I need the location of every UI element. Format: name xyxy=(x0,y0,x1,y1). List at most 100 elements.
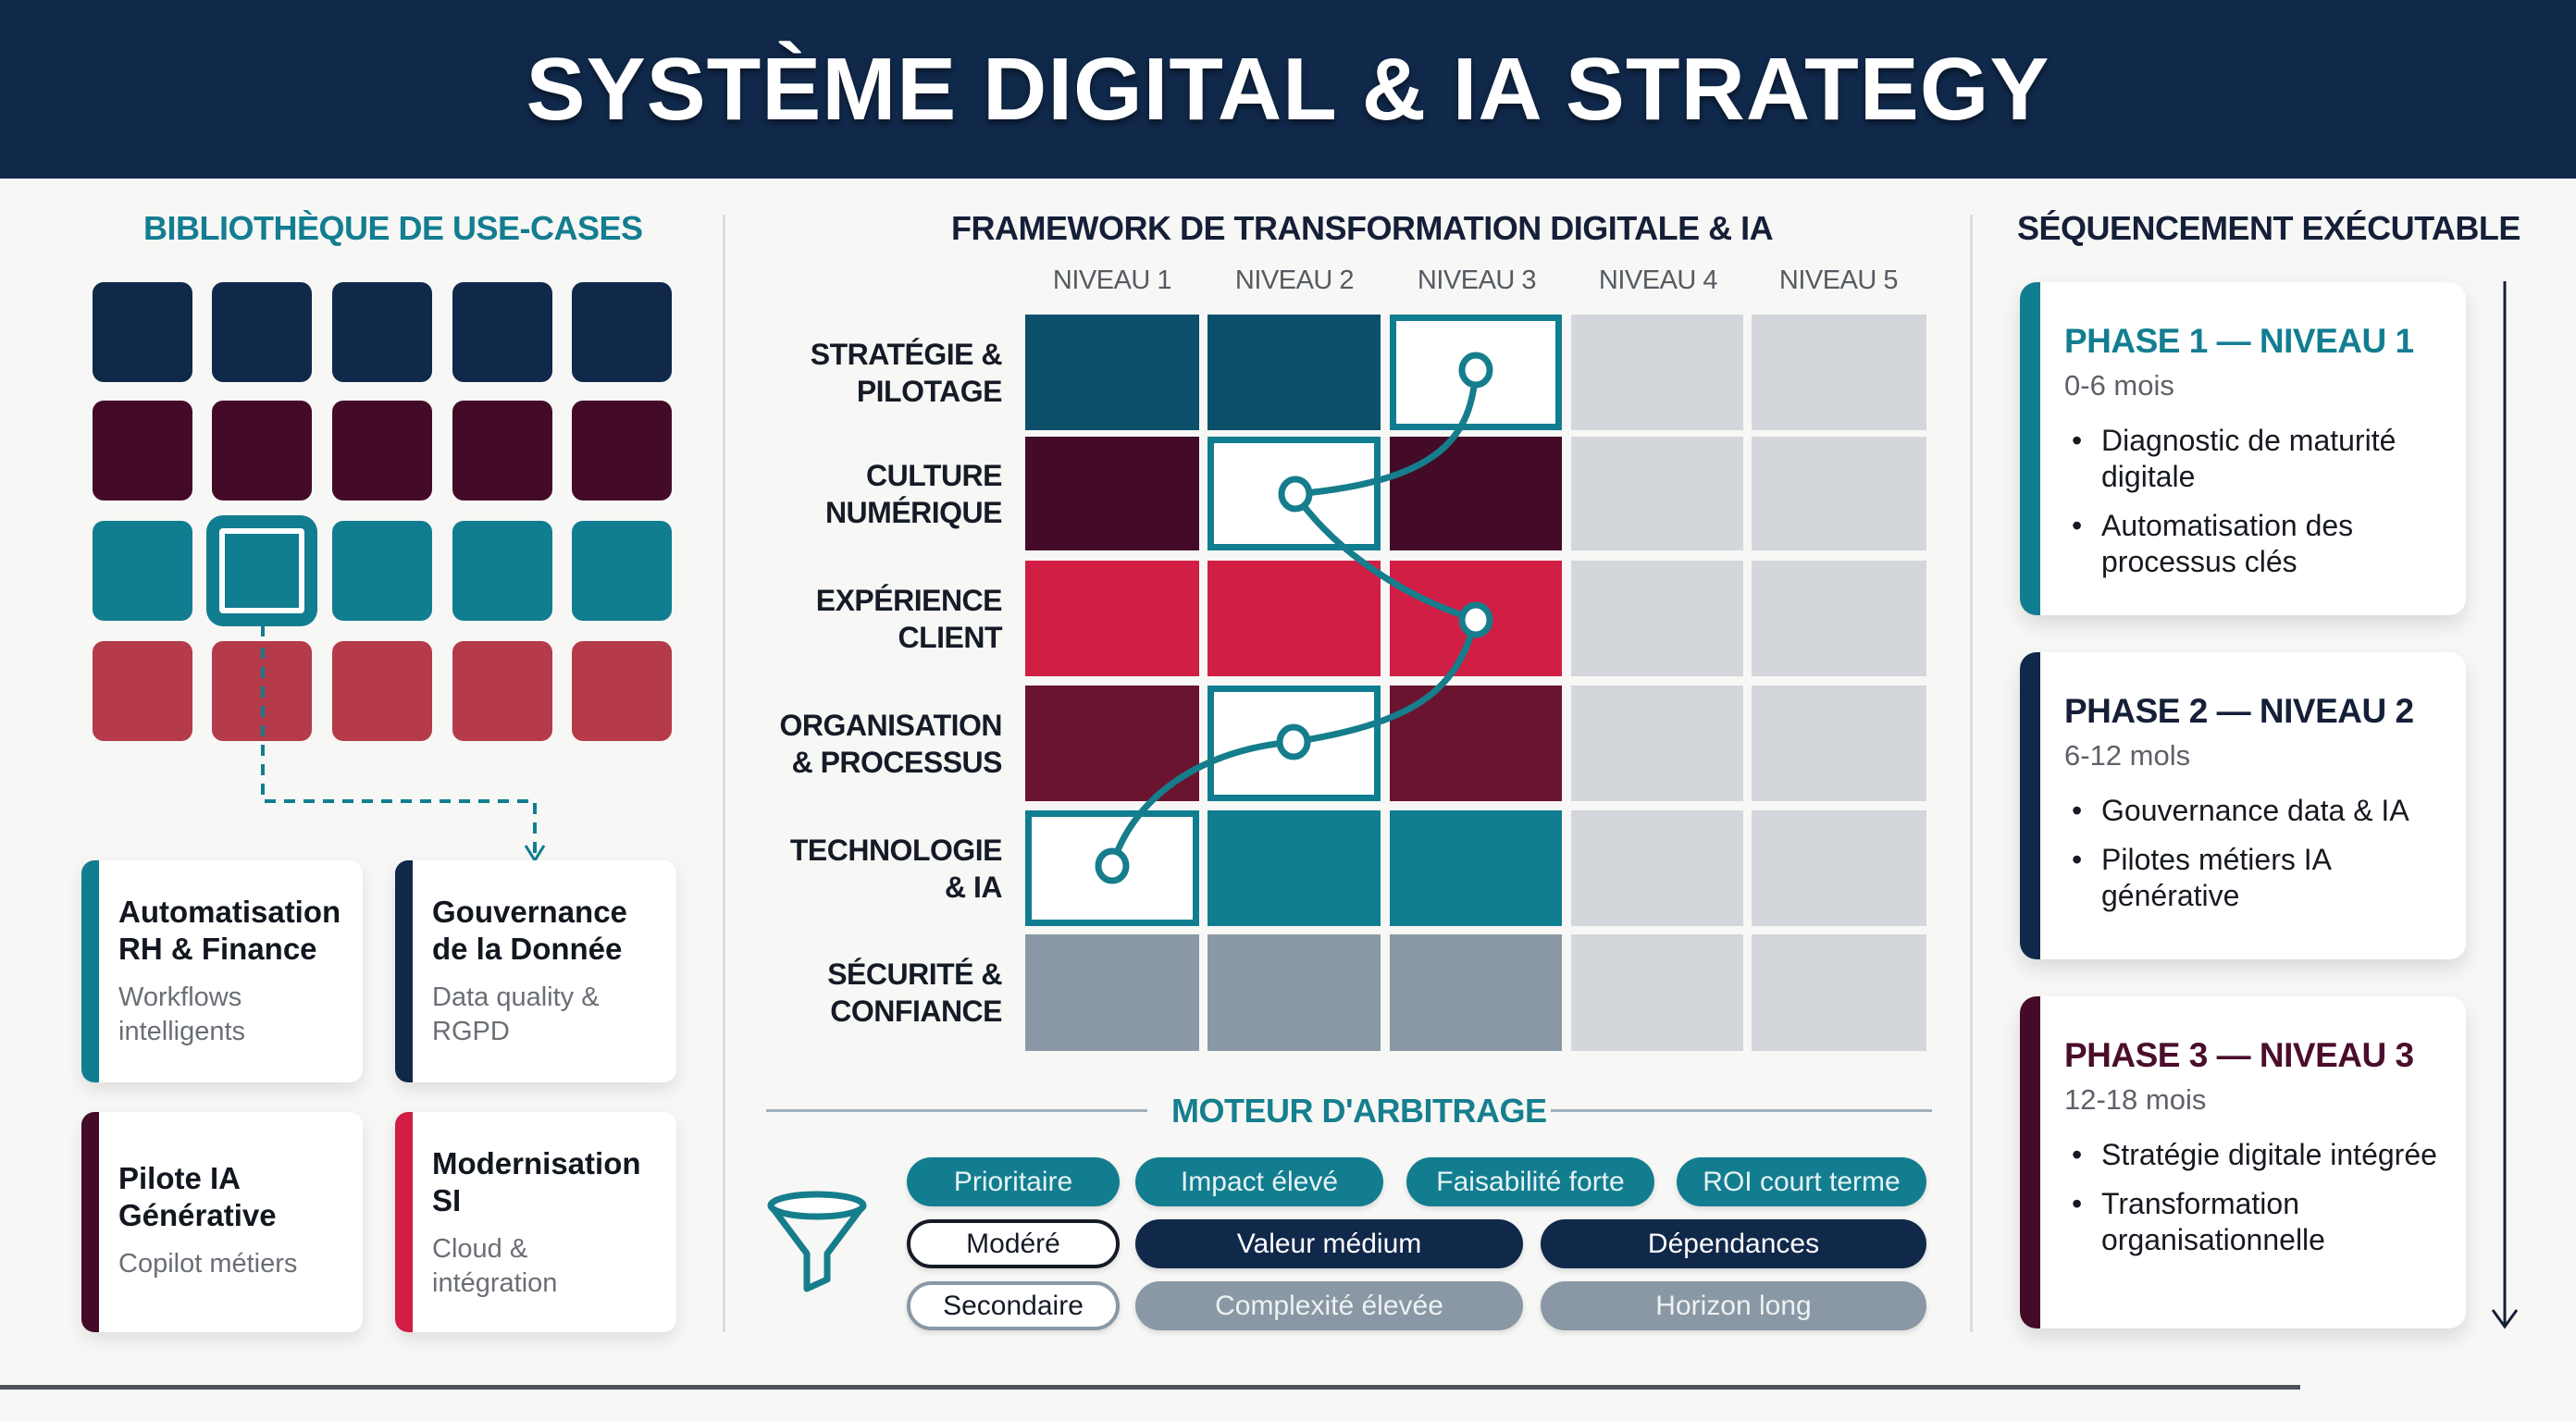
use-case-tile[interactable] xyxy=(332,641,432,741)
tag-faisabilite-forte[interactable]: Faisabilité forte xyxy=(1406,1157,1654,1206)
level-header: NIVEAU 1 xyxy=(1052,266,1172,295)
card-subtitle: Workflows intelligents xyxy=(118,982,246,1046)
card-subtitle: Copilot métiers xyxy=(118,1249,298,1279)
use-case-tile-selected[interactable] xyxy=(212,521,312,621)
use-case-card-pilote-ia[interactable]: Pilote IA Générative Copilot métiers xyxy=(81,1112,363,1332)
arbitrage-divider-left xyxy=(766,1109,1147,1112)
use-case-card-modernisation[interactable]: Modernisation SI Cloud & intégration xyxy=(395,1112,676,1332)
use-case-tile[interactable] xyxy=(93,282,192,382)
use-case-tile[interactable] xyxy=(212,401,312,500)
matrix-cell[interactable] xyxy=(1390,810,1562,926)
matrix-cell[interactable] xyxy=(1571,437,1743,550)
row-label-securite: SÉCURITÉ &CONFIANCE xyxy=(827,958,1002,1028)
use-case-tile[interactable] xyxy=(572,282,672,382)
tag-prioritaire[interactable]: Prioritaire xyxy=(907,1157,1120,1206)
page-header: SYSTÈME DIGITAL & IA STRATEGY xyxy=(0,0,2576,179)
matrix-cell[interactable] xyxy=(1025,437,1199,550)
phase-item: Pilotes métiers IA générative xyxy=(2064,842,2444,914)
framework-title: FRAMEWORK DE TRANSFORMATION DIGITALE & I… xyxy=(951,209,1774,247)
bottom-rule xyxy=(0,1385,2300,1390)
tag-impact-eleve[interactable]: Impact élevé xyxy=(1135,1157,1383,1206)
column-divider xyxy=(1970,215,1973,1332)
page-title: SYSTÈME DIGITAL & IA STRATEGY xyxy=(526,39,2050,139)
column-divider xyxy=(723,215,725,1332)
use-case-tile[interactable] xyxy=(93,641,192,741)
phase-accent-bar xyxy=(2020,996,2040,1328)
arbitrage-title: MOTEUR D'ARBITRAGE xyxy=(1171,1092,1547,1130)
use-case-tile[interactable] xyxy=(332,521,432,621)
card-title: Pilote IA Générative xyxy=(118,1161,277,1232)
use-case-card-automatisation[interactable]: Automatisation RH & Finance Workflows in… xyxy=(81,860,363,1082)
use-case-tile[interactable] xyxy=(332,282,432,382)
use-case-tile[interactable] xyxy=(452,282,552,382)
matrix-cell[interactable] xyxy=(1208,315,1381,430)
library-title: BIBLIOTHÈQUE DE USE-CASES xyxy=(143,209,643,247)
tag-horizon-long[interactable]: Horizon long xyxy=(1541,1281,1926,1330)
matrix-cell[interactable] xyxy=(1390,437,1562,550)
matrix-cell[interactable] xyxy=(1752,315,1926,430)
matrix-cell[interactable] xyxy=(1208,561,1381,676)
card-subtitle: Data quality & RGPD xyxy=(432,982,600,1046)
matrix-cell[interactable] xyxy=(1752,686,1926,801)
tag-complexite-elevee[interactable]: Complexité élevée xyxy=(1135,1281,1523,1330)
matrix-cell[interactable] xyxy=(1025,934,1199,1051)
card-accent-bar xyxy=(81,860,99,1082)
matrix-cell[interactable] xyxy=(1752,561,1926,676)
use-case-tile[interactable] xyxy=(452,401,552,500)
row-label-strategie: STRATÉGIE &PILOTAGE xyxy=(810,337,1003,408)
use-case-tile[interactable] xyxy=(212,282,312,382)
matrix-cell[interactable] xyxy=(1752,437,1926,550)
matrix-cell[interactable] xyxy=(1571,934,1743,1051)
matrix-cell[interactable] xyxy=(1752,810,1926,926)
matrix-cell[interactable] xyxy=(1571,315,1743,430)
tag-modere[interactable]: Modéré xyxy=(907,1219,1120,1268)
phase-item: Transformation organisationnelle xyxy=(2064,1186,2444,1258)
phase-card-2[interactable]: PHASE 2 — NIVEAU 2 6-12 mols Gouvernance… xyxy=(2020,652,2466,959)
use-case-tile[interactable] xyxy=(572,401,672,500)
matrix-cell[interactable] xyxy=(1571,561,1743,676)
matrix-cell[interactable] xyxy=(1025,315,1199,430)
arbitrage-divider-right xyxy=(1551,1109,1932,1112)
tag-dependances[interactable]: Dépendances xyxy=(1541,1219,1926,1268)
card-accent-bar xyxy=(81,1112,99,1332)
tag-valeur-medium[interactable]: Valeur médium xyxy=(1135,1219,1523,1268)
use-case-tile[interactable] xyxy=(572,521,672,621)
level-header: NIVEAU 5 xyxy=(1778,266,1899,295)
phase-title: PHASE 2 — NIVEAU 2 xyxy=(2064,692,2414,730)
card-title: Modernisation SI xyxy=(432,1146,641,1217)
matrix-cell[interactable] xyxy=(1208,810,1381,926)
matrix-cell[interactable] xyxy=(1571,810,1743,926)
use-case-tile[interactable] xyxy=(572,641,672,741)
matrix-cell[interactable] xyxy=(1208,934,1381,1051)
matrix-cell[interactable] xyxy=(1571,686,1743,801)
phase-card-1[interactable]: PHASE 1 — NIVEAU 1 0-6 mois Diagnostic d… xyxy=(2020,282,2466,615)
phase-item: Automatisation des processus clés xyxy=(2064,508,2444,580)
use-case-tile[interactable] xyxy=(332,401,432,500)
phase-accent-bar xyxy=(2020,652,2040,959)
use-case-tile[interactable] xyxy=(93,521,192,621)
phase-card-3[interactable]: PHASE 3 — NIVEAU 3 12-18 mois Stratégie … xyxy=(2020,996,2466,1328)
row-label-organisation: ORGANISATION& PROCESSUS xyxy=(779,708,1002,779)
card-accent-bar xyxy=(395,860,413,1082)
use-case-card-gouvernance[interactable]: Gouvernance de la Donnée Data quality & … xyxy=(395,860,676,1082)
phase-duration: 0-6 mois xyxy=(2064,369,2174,402)
matrix-cell-current[interactable] xyxy=(1025,810,1199,926)
card-accent-bar xyxy=(395,1112,413,1332)
phase-item: Diagnostic de maturité digitale xyxy=(2064,423,2444,495)
phase-duration: 12-18 mois xyxy=(2064,1083,2207,1116)
matrix-cell[interactable] xyxy=(1025,561,1199,676)
use-case-tile[interactable] xyxy=(93,401,192,500)
matrix-cell[interactable] xyxy=(1390,934,1562,1051)
tag-secondaire[interactable]: Secondaire xyxy=(907,1281,1120,1330)
phase-title: PHASE 3 — NIVEAU 3 xyxy=(2064,1036,2414,1074)
phase-duration: 6-12 mols xyxy=(2064,739,2191,772)
use-case-tile[interactable] xyxy=(452,521,552,621)
matrix-cell[interactable] xyxy=(1752,934,1926,1051)
use-case-tile[interactable] xyxy=(452,641,552,741)
level-header: NIVEAU 3 xyxy=(1417,266,1537,295)
card-subtitle: Cloud & intégration xyxy=(432,1234,558,1298)
tag-roi-court-terme[interactable]: ROI court terme xyxy=(1677,1157,1926,1206)
